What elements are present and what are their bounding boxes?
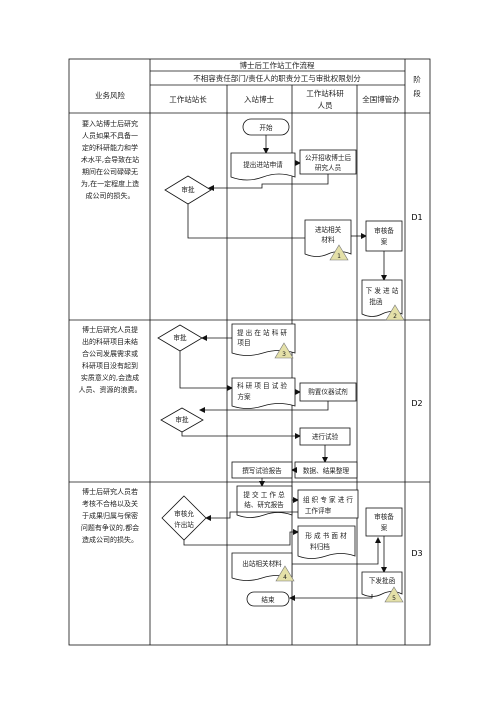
svg-text:审核允: 审核允 (174, 509, 194, 518)
svg-text:公开招收博士后: 公开招收博士后 (305, 153, 352, 162)
table-grid (68, 58, 431, 646)
start-label: 开始 (259, 123, 273, 132)
svg-text:合公司发展需求或: 合公司发展需求或 (82, 349, 138, 358)
marker-1: 1 (329, 244, 349, 261)
svg-text:料归档: 料归档 (310, 542, 330, 551)
svg-text:人员、资源的浪费。: 人员、资源的浪费。 (79, 385, 142, 394)
svg-text:审核备: 审核备 (374, 512, 394, 521)
svg-text:术水平,会导致在站: 术水平,会导致在站 (81, 155, 139, 164)
svg-text:造成公司的损失。: 造成公司的损失。 (82, 535, 138, 544)
table-title: 博士后工作站工作流程 (240, 60, 315, 70)
svg-text:为,在一定程度上造: 为,在一定程度上造 (81, 179, 139, 188)
svg-text:考核不合格以及关: 考核不合格以及关 (82, 499, 138, 508)
submit-report-document (236, 485, 293, 518)
svg-text:期间在公司碌碌无: 期间在公司碌碌无 (82, 167, 138, 176)
svg-text:问题有争议的,都会: 问题有争议的,都会 (81, 523, 139, 532)
svg-text:组 织 专 家 进 行: 组 织 专 家 进 行 (303, 495, 353, 504)
svg-text:博士后研究人员提: 博士后研究人员提 (82, 325, 138, 334)
svg-text:下 发 进 站: 下 发 进 站 (366, 286, 399, 295)
svg-text:1: 1 (337, 253, 341, 260)
svg-text:4: 4 (283, 574, 287, 581)
stage-d2: D2 (411, 399, 422, 408)
svg-text:定的科研能力和学: 定的科研能力和学 (82, 143, 138, 152)
table-subtitle: 不相容责任部门/责任人的职责分工与审批权限划分 (193, 73, 361, 83)
svg-text:案: 案 (381, 523, 388, 532)
svg-text:进站相关: 进站相关 (315, 225, 342, 234)
apply-document (230, 152, 296, 181)
column-researcher-line-2: 人员 (318, 101, 333, 110)
end-terminal (246, 591, 290, 607)
svg-text:购置仪器试剂: 购置仪器试剂 (308, 387, 348, 396)
approve-exit-decision (161, 495, 207, 541)
risk-d3: 博士后研究人员若 考核不合格以及关 于成果归属与保密 问题有争议的,都会 造成公… (81, 487, 139, 544)
approve-label-2: 审批 (173, 333, 187, 342)
column-committee: 全国博管办 (362, 94, 400, 104)
svg-text:提 出 在 站 科 研: 提 出 在 站 科 研 (237, 328, 287, 337)
svg-text:材料: 材料 (321, 235, 335, 244)
column-station-head: 工作站站长 (169, 94, 207, 104)
svg-text:数据、结果整理: 数据、结果整理 (303, 466, 350, 475)
svg-text:审核备: 审核备 (374, 226, 394, 235)
marker-2: 2 (385, 304, 405, 321)
stage-d3: D3 (411, 549, 422, 558)
written-materials-document (297, 525, 356, 559)
svg-text:研究人员: 研究人员 (315, 163, 342, 172)
svg-text:下发批函: 下发批函 (369, 576, 396, 585)
svg-text:许出站: 许出站 (174, 520, 194, 529)
marker-3: 3 (274, 342, 294, 359)
svg-text:结、研究报告: 结、研究报告 (244, 500, 284, 509)
propose-project-document (231, 323, 296, 356)
apply-label: 提出进站申请 (243, 160, 283, 169)
expert-review-box (297, 489, 359, 519)
svg-text:人员如果不具备一: 人员如果不具备一 (82, 131, 138, 140)
svg-text:2: 2 (393, 313, 397, 320)
svg-text:要入站博士后研究: 要入站博士后研究 (82, 119, 138, 128)
svg-text:项目: 项目 (237, 339, 250, 347)
svg-text:批函: 批函 (369, 297, 383, 306)
svg-text:形 成 书 面 材: 形 成 书 面 材 (305, 531, 347, 540)
svg-text:成公司的损失。: 成公司的损失。 (86, 191, 135, 200)
svg-text:出站相关材料: 出站相关材料 (242, 559, 282, 568)
stage-header-line-2: 段 (413, 88, 421, 98)
svg-text:实质意义的,会造成: 实质意义的,会造成 (81, 373, 139, 382)
risk-header: 业务风险 (95, 90, 125, 100)
svg-text:进行试验: 进行试验 (312, 432, 339, 441)
svg-text:5: 5 (392, 595, 396, 602)
svg-text:出的科研项目未结: 出的科研项目未结 (82, 337, 138, 346)
stage-d1: D1 (411, 213, 422, 222)
svg-text:案: 案 (381, 237, 388, 246)
risk-d1: 要入站博士后研究 人员如果不具备一 定的科研能力和学 术水平,会导致在站 期间在… (81, 119, 139, 200)
column-researcher-line-1: 工作站科研 (306, 88, 344, 98)
svg-text:科 研 项 目 试 验: 科 研 项 目 试 验 (237, 381, 287, 390)
svg-text:工作评审: 工作评审 (305, 506, 332, 515)
approve-label-1: 审批 (181, 185, 195, 194)
column-postdoc: 入站博士 (244, 94, 274, 104)
review-file-box-1 (365, 220, 403, 252)
svg-text:提 交 工 作 总: 提 交 工 作 总 (243, 490, 285, 499)
svg-text:博士后研究人员若: 博士后研究人员若 (82, 487, 138, 496)
stage-header-line-1: 阶 (413, 74, 421, 84)
marker-5: 5 (384, 586, 404, 603)
risk-d2: 博士后研究人员提 出的科研项目未结 合公司发展需求或 科研项目没有起到 实质意义… (79, 325, 142, 394)
svg-text:3: 3 (282, 351, 286, 358)
svg-text:方案: 方案 (237, 392, 251, 401)
svg-text:于成果归属与保密: 于成果归属与保密 (82, 511, 138, 520)
svg-text:撰写试验报告: 撰写试验报告 (242, 466, 282, 475)
research-plan-document (231, 377, 296, 409)
end-label: 结束 (261, 595, 275, 604)
approve-label-3: 审批 (175, 415, 189, 424)
svg-text:科研项目没有起到: 科研项目没有起到 (82, 361, 138, 370)
marker-4: 4 (275, 565, 295, 582)
